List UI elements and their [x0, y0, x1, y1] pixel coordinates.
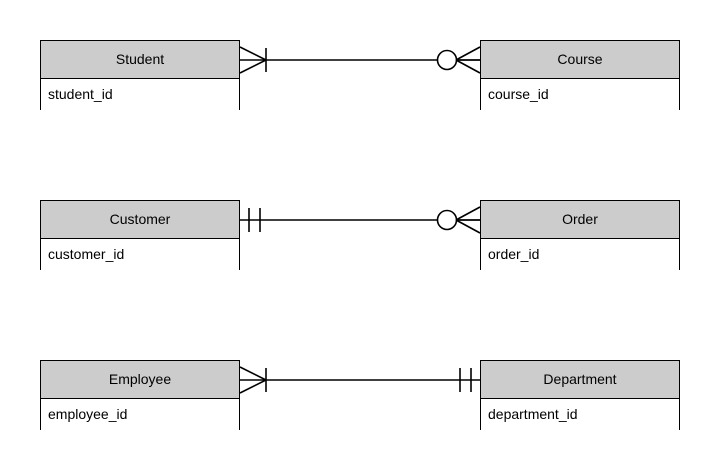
entity-attribute-customer-id: customer_id [41, 239, 239, 270]
cardinality-student-one-or-many [239, 46, 267, 74]
entity-attribute-order-id: order_id [481, 239, 679, 270]
entity-box-order[interactable]: Order order_id [480, 200, 680, 270]
entity-attribute-student-id: student_id [41, 79, 239, 110]
cardinality-course-zero-or-many [436, 46, 481, 74]
crowsfoot-lower-prong [239, 59, 267, 74]
entity-box-employee[interactable]: Employee employee_id [40, 360, 240, 430]
entity-title-employee: Employee [41, 361, 239, 399]
entity-box-customer[interactable]: Customer customer_id [40, 200, 240, 270]
cardinality-order-zero-or-many [436, 206, 481, 234]
cardinality-employee-one-or-many [239, 366, 267, 394]
cardinality-circle-zero [436, 209, 458, 231]
crowsfoot-upper-prong [455, 206, 481, 221]
entity-title-customer: Customer [41, 201, 239, 239]
crowsfoot-lower-prong [239, 379, 267, 394]
cardinality-circle-zero [436, 49, 458, 71]
crowsfoot-lower-prong [455, 59, 481, 74]
crowsfoot-lower-prong [455, 219, 481, 234]
entity-title-department: Department [481, 361, 679, 399]
entity-title-student: Student [41, 41, 239, 79]
crowsfoot-upper-prong [455, 46, 481, 61]
entity-title-course: Course [481, 41, 679, 79]
crowsfoot-upper-prong [239, 46, 267, 61]
entity-box-course[interactable]: Course course_id [480, 40, 680, 110]
entity-attribute-course-id: course_id [481, 79, 679, 110]
cardinality-customer-exactly-one [248, 208, 261, 232]
entity-attribute-employee-id: employee_id [41, 399, 239, 430]
entity-title-order: Order [481, 201, 679, 239]
entity-attribute-department-id: department_id [481, 399, 679, 430]
entity-box-student[interactable]: Student student_id [40, 40, 240, 110]
crowsfoot-upper-prong [239, 366, 267, 381]
entity-box-department[interactable]: Department department_id [480, 360, 680, 430]
cardinality-department-exactly-one [459, 368, 472, 392]
